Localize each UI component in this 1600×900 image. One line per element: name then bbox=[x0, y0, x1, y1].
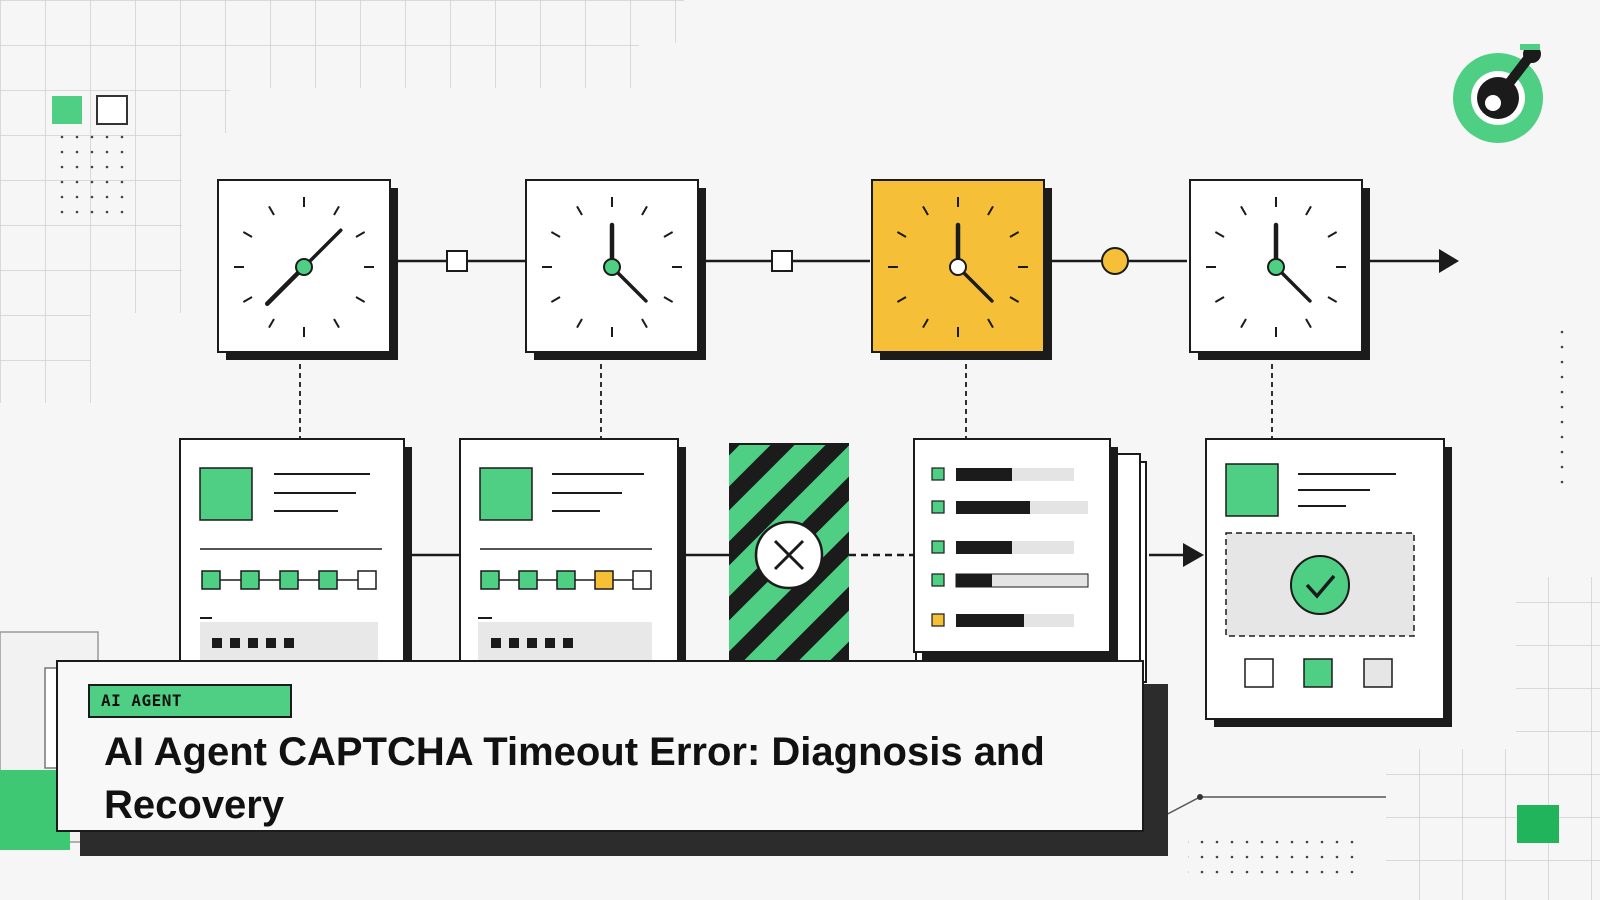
step-card-2 bbox=[459, 438, 686, 677]
step-card-4-checklist bbox=[913, 438, 1147, 683]
background-grid-bottom-right bbox=[1159, 320, 1600, 900]
clock-1-icon bbox=[217, 179, 398, 360]
timeline-node bbox=[446, 250, 468, 272]
article-title: AI Agent CAPTCHA Timeout Error: Diagnosi… bbox=[104, 730, 1045, 827]
category-tag[interactable]: AI AGENT bbox=[88, 684, 292, 718]
background-grid-top-left bbox=[0, 0, 684, 403]
timeline-node-warning bbox=[1101, 247, 1129, 275]
card-arrowhead bbox=[1183, 543, 1204, 567]
checkmark-icon bbox=[1290, 555, 1350, 615]
timeline-arrowhead bbox=[1439, 249, 1459, 273]
step-card-5-success bbox=[1205, 438, 1452, 727]
clock-3-icon bbox=[871, 179, 1052, 360]
timeline-node bbox=[771, 250, 793, 272]
title-card: AI AGENT AI Agent CAPTCHA Timeout Error:… bbox=[56, 660, 1144, 832]
step-card-1 bbox=[179, 438, 412, 677]
step-card-3-blocked bbox=[729, 443, 849, 668]
clock-2-icon bbox=[525, 179, 706, 360]
agent-logo-icon[interactable] bbox=[1448, 42, 1558, 152]
clock-4-icon bbox=[1189, 179, 1370, 360]
clock-to-card-connectors bbox=[299, 355, 1273, 440]
clock-row bbox=[217, 179, 1370, 360]
